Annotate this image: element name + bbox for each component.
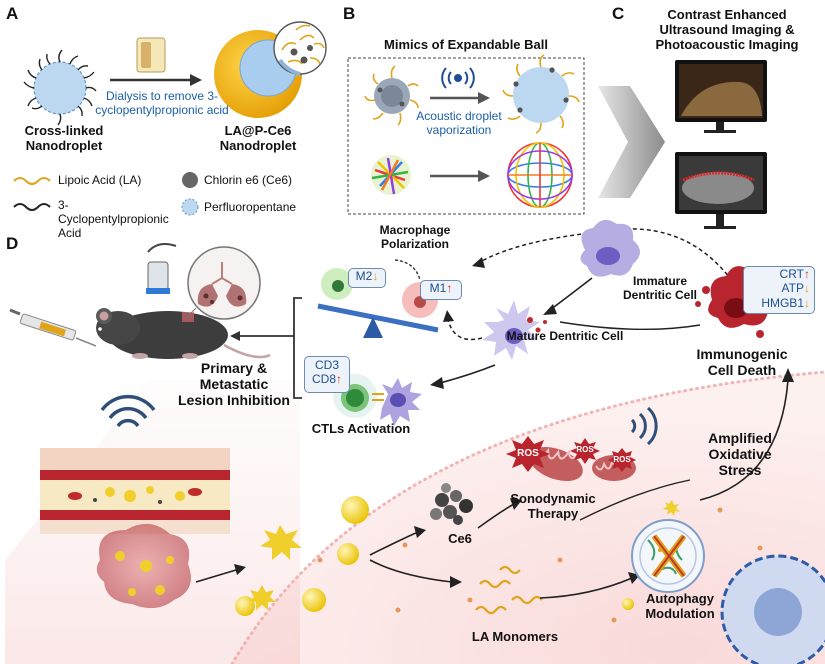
- ros-label-2: ROS: [576, 445, 594, 454]
- ros-burst-icon: [608, 448, 636, 472]
- up-arrow-icon: ↑: [446, 281, 453, 295]
- cell-nucleus: [720, 554, 825, 664]
- immature-dc-label: Immature Dentritic Cell: [622, 274, 697, 302]
- ctl-label: CTLs Activation: [311, 421, 411, 436]
- panel-b-title: Mimics of Expandable Ball: [384, 37, 548, 52]
- m2-tag: M2↓: [348, 268, 386, 288]
- macrophage-seesaw: [317, 268, 439, 338]
- pfp-legend-icon: [181, 198, 199, 216]
- ros-burst-icon: [570, 438, 600, 464]
- burst-icon: [260, 525, 302, 560]
- legend-pfp: Perfluoropentane: [204, 200, 297, 214]
- sdt-label: Sonodynamic Therapy: [510, 491, 596, 521]
- chlorin-legend-icon: [182, 172, 198, 188]
- transition-arrow: [598, 86, 665, 198]
- oxidative-stress-label: Amplified Oxidative Stress: [708, 430, 772, 479]
- ros-label-3: ROS: [613, 455, 631, 464]
- legend-chlorin: Chlorin e6 (Ce6): [204, 173, 293, 187]
- burst-icon: [663, 500, 680, 516]
- yellow-droplet: [302, 588, 326, 612]
- ultrasound-monitor: [675, 60, 767, 133]
- adv-label: Acoustic droplet vaporization: [416, 109, 502, 137]
- ultrasound-wave-icon-d: [100, 394, 156, 428]
- ultrasound-wave-icon-cell: [630, 406, 658, 446]
- down-arrow-icon: ↓: [804, 281, 810, 296]
- expanded-ball-icon: [507, 142, 573, 208]
- yellow-droplet: [337, 543, 359, 565]
- atp-label: ATP: [781, 281, 804, 296]
- collapsed-ball-icon: [371, 155, 411, 195]
- hmgb1-label: HMGB1: [761, 295, 804, 310]
- icd-label: Immunogenic Cell Death: [696, 346, 788, 379]
- cd8-label: CD8: [311, 372, 336, 387]
- la-monomers: [475, 565, 543, 615]
- down-arrow-icon: ↓: [804, 295, 810, 310]
- yellow-droplet: [341, 496, 369, 524]
- lipoic-legend-icon: [13, 177, 51, 185]
- la-p-ce6-nanodroplet: [214, 21, 327, 118]
- burst-icon: [248, 585, 276, 610]
- photoacoustic-monitor: [675, 152, 767, 229]
- mature-dc-label: Mature Dentritic Cell: [506, 329, 624, 343]
- la-monomers-label: LA Monomers: [471, 629, 559, 644]
- immature-dendritic-cell: [580, 219, 640, 277]
- cd-tag: CD3 CD8↑: [304, 356, 350, 393]
- cd3-label: CD3: [314, 358, 339, 372]
- crosslinked-label: Cross-linked Nanodroplet: [24, 123, 104, 153]
- panel-letter-b: B: [343, 4, 356, 23]
- tumor-tissue: [96, 523, 191, 609]
- dialysis-label: Dialysis to remove 3-cyclopentylpropioni…: [95, 89, 229, 117]
- legend-cyclopentyl: 3-Cyclopentylpropionic Acid: [58, 198, 169, 240]
- la-p-ce6-label: LA@P-Ce6 Nanodroplet: [219, 123, 297, 153]
- mature-dendritic-cell: [482, 300, 547, 360]
- panel-b-box: [347, 57, 585, 215]
- ce6-label: Ce6: [448, 531, 472, 546]
- tissue-layers: [40, 448, 230, 534]
- ce6-cluster: [430, 483, 473, 525]
- up-arrow-icon: ↑: [336, 372, 342, 387]
- mitochondria: [529, 446, 636, 482]
- autophagy-label: Autophagy Modulation: [645, 591, 715, 621]
- damp-tag: CRT↑ ATP↓ HMGB1↓: [743, 266, 815, 314]
- m2-label: M2: [355, 269, 373, 283]
- down-arrow-icon: ↓: [372, 269, 379, 283]
- outcome-bracket: [293, 297, 302, 399]
- crt-label: CRT: [779, 267, 804, 281]
- panel-letter-c: C: [612, 4, 625, 23]
- lesion-label: Primary & Metastatic Lesion Inhibition: [178, 360, 290, 409]
- ultrasound-wave-icon: [441, 67, 475, 89]
- m1-label: M1: [429, 281, 447, 295]
- small-droplet: [364, 65, 419, 126]
- m1-tag: M1↑: [420, 280, 462, 300]
- ultrasound-probe-icon: [146, 243, 177, 294]
- macrophage-label: Macrophage Polarization: [379, 223, 451, 251]
- crosslinked-nanodroplet: [23, 49, 97, 126]
- lungs-inset: [185, 246, 261, 320]
- up-arrow-icon: ↑: [804, 267, 810, 281]
- cyclopentyl-legend-icon: [13, 203, 51, 211]
- panel-letter-a: A: [6, 4, 19, 23]
- panel-c-title: Contrast Enhanced Ultrasound Imaging & P…: [655, 7, 799, 52]
- ros-label-1: ROS: [517, 448, 539, 459]
- mouse-illustration: [96, 308, 271, 359]
- panel-letter-d: D: [6, 234, 19, 253]
- legend-lipoic: Lipoic Acid (LA): [58, 173, 142, 187]
- ros-burst-icon: [506, 436, 550, 472]
- syringe-icon: [9, 308, 97, 347]
- autophagy-vesicle: [631, 519, 705, 593]
- repolarize-arrow: [394, 259, 421, 281]
- expanded-droplet: [502, 54, 580, 134]
- beaker-icon: [136, 37, 166, 73]
